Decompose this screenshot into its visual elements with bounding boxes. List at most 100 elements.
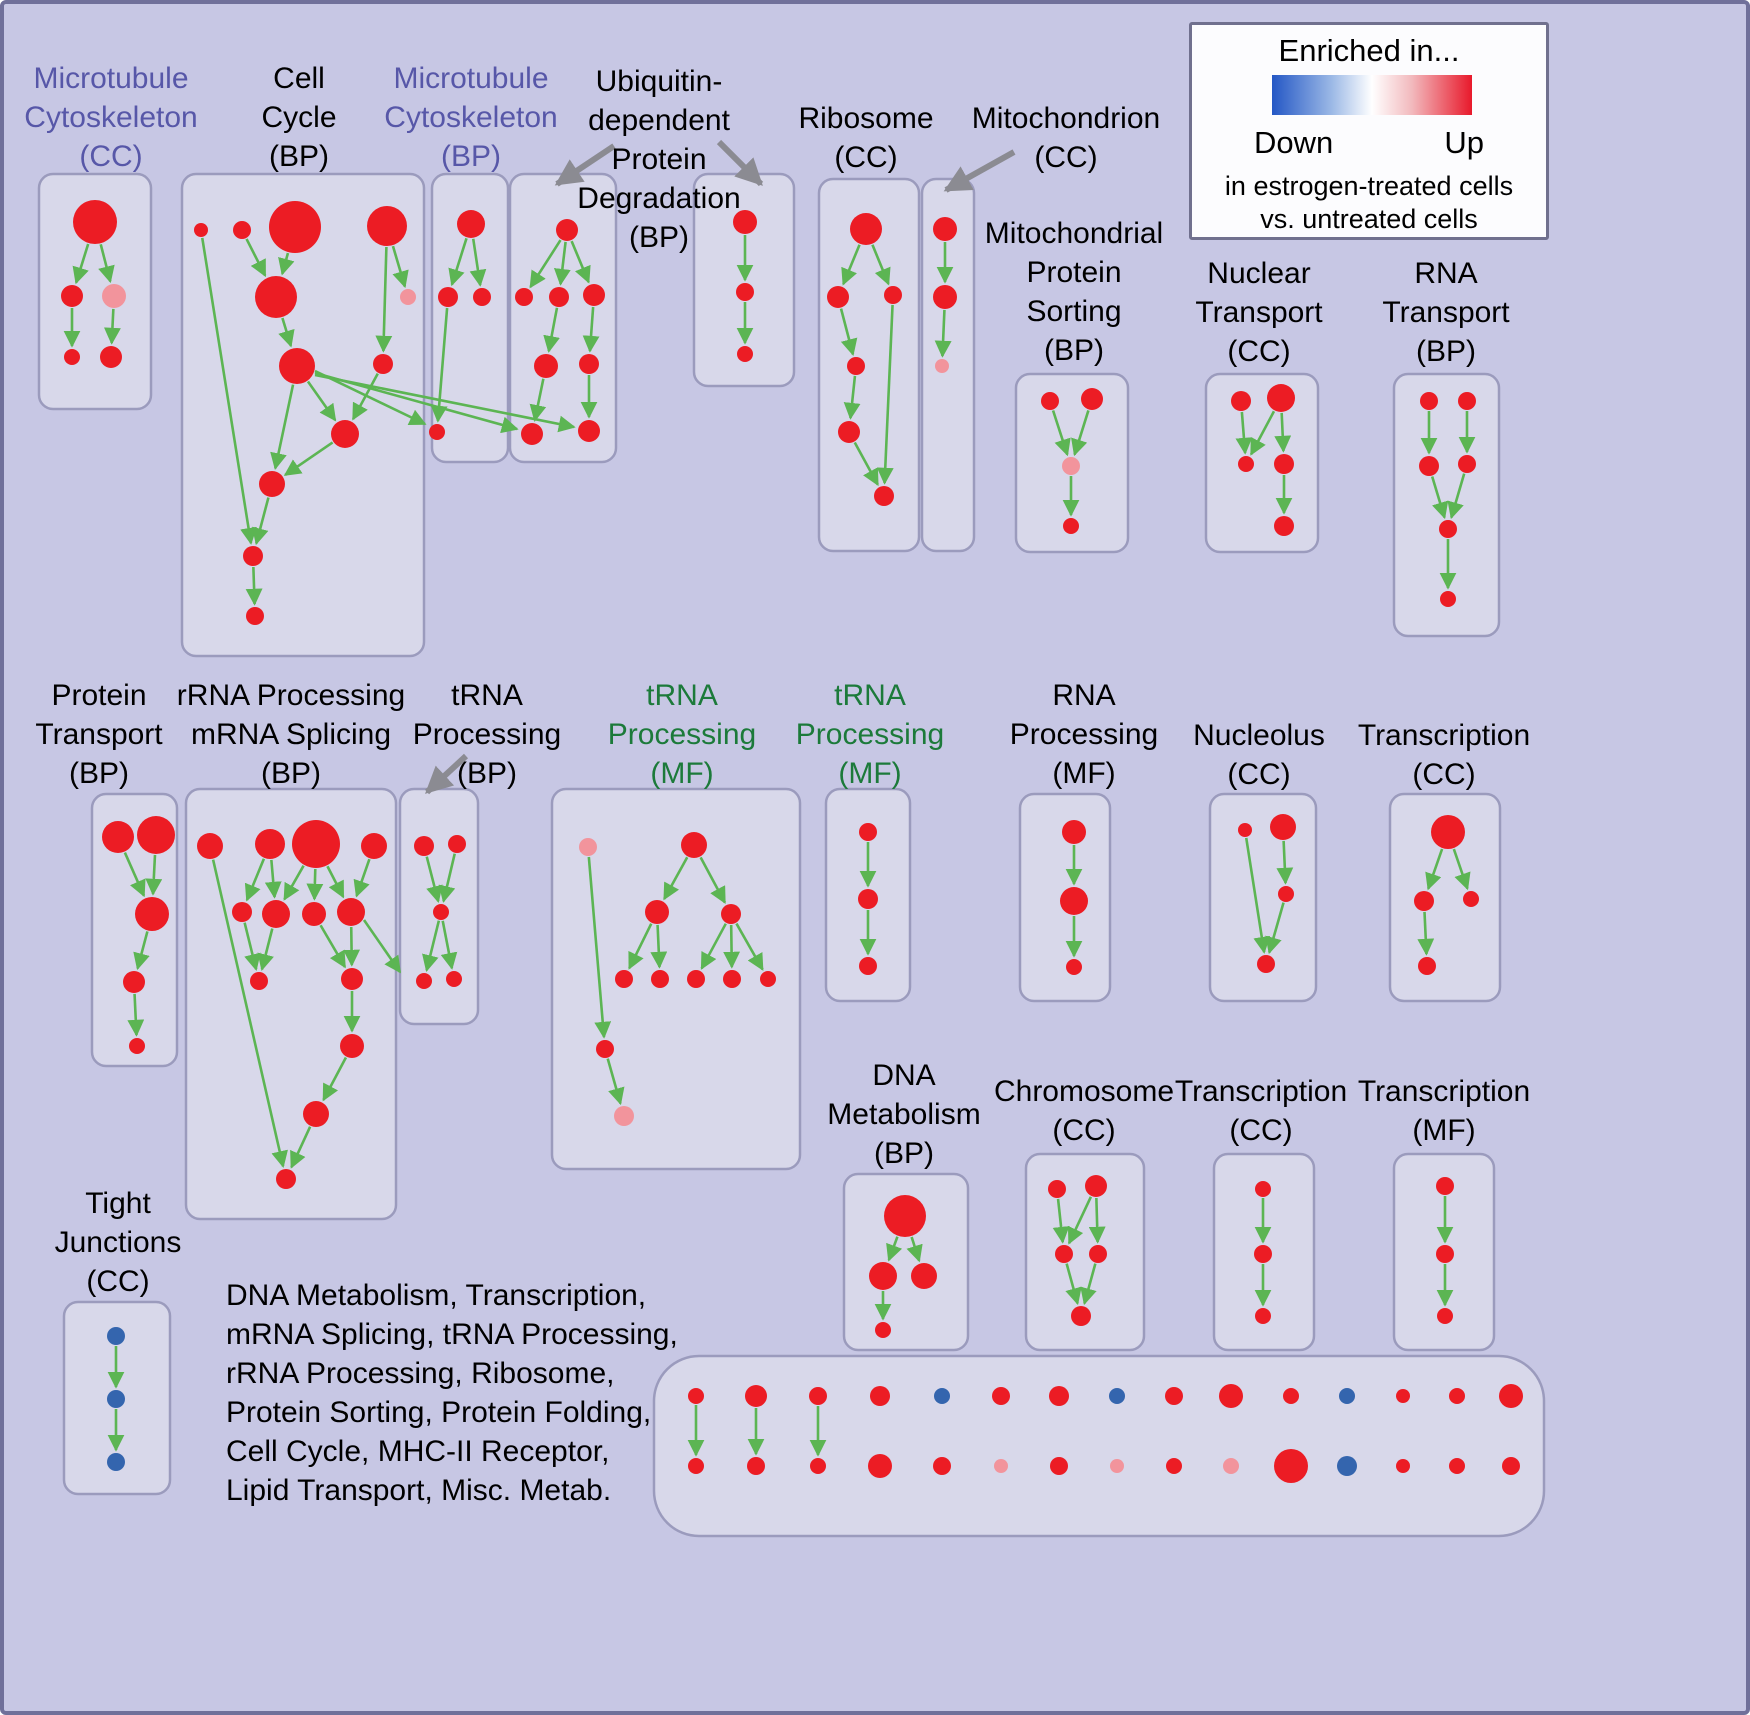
go-term-node-cell-cycle-1 bbox=[233, 221, 251, 239]
go-term-node-trna-processing-mf-big-4 bbox=[615, 970, 633, 988]
go-term-node-chromosome-1 bbox=[1085, 1175, 1107, 1197]
legend-subtitle-line1: in estrogen-treated cells bbox=[1224, 171, 1514, 201]
edge-mitochondrion-cc-1-2 bbox=[934, 309, 952, 358]
legend-title: Enriched in... bbox=[1278, 33, 1460, 68]
go-term-node-ribosome-cc-5 bbox=[874, 486, 894, 506]
go-term-node-misc-categories-4 bbox=[934, 1388, 950, 1404]
title-microtubule-cytoskeleton-bp-line: Cytoskeleton bbox=[384, 101, 558, 134]
edge-ribosome-cc-1-3 bbox=[839, 308, 858, 357]
edge-cell-cycle-1-4 bbox=[245, 238, 267, 278]
go-term-node-cell-cycle-9 bbox=[259, 471, 285, 497]
edge-trna-processing-mf-big-9-10 bbox=[606, 1058, 625, 1106]
edge-microtubule-cc-2-4 bbox=[103, 308, 121, 345]
go-term-node-ribosome-cc-1 bbox=[827, 286, 849, 308]
go-term-node-nuclear-transport-3 bbox=[1274, 454, 1294, 474]
edge-transcription-cc-mid-1-3 bbox=[1417, 911, 1435, 956]
title-transcription-cc-bottom: Transcription (CC) bbox=[1175, 1072, 1347, 1150]
edge-transcription-cc-mid-0-2 bbox=[1452, 848, 1471, 891]
cluster-transcription-cc-mid bbox=[1388, 792, 1502, 1003]
edge-rna-transport-2-4 bbox=[1430, 476, 1449, 520]
title-nucleolus: Nucleolus(CC) bbox=[1193, 716, 1325, 794]
cluster-transcription-cc-bottom bbox=[1212, 1152, 1316, 1352]
edge-rna-transport-3-4 bbox=[1447, 473, 1466, 520]
edge-cell-cycle-3-7 bbox=[375, 246, 393, 353]
edge-mitochondrial-protein-sorting-0-2 bbox=[1051, 410, 1071, 457]
edge-cell-cycle-3-5 bbox=[391, 245, 409, 289]
title-trna-processing-mf-small-line: Processing bbox=[795, 718, 945, 751]
edge-trna-processing-mf-big-1-2 bbox=[663, 856, 689, 901]
go-term-node-mitochondrial-protein-sorting-0 bbox=[1041, 392, 1059, 410]
go-term-node-ubiquitin-degradation-7 bbox=[578, 420, 600, 442]
go-term-node-protein-transport-1 bbox=[137, 816, 175, 854]
title-transcription-mf: Transcription(MF) bbox=[1358, 1072, 1530, 1150]
edge-protein-transport-0-2 bbox=[123, 852, 146, 898]
edge-cell-cycle-10-11 bbox=[245, 566, 263, 606]
edge-cell-cycle-8-9 bbox=[283, 441, 334, 477]
go-term-node-trna-processing-bp-2 bbox=[433, 904, 449, 920]
edge-cell-cycle-6-9 bbox=[270, 384, 295, 471]
title-ribosome-cc-line: (CC) bbox=[834, 141, 898, 174]
title-ubiquitin-degradation-line: dependent bbox=[588, 104, 730, 137]
go-term-node-trna-processing-mf-big-10 bbox=[614, 1106, 634, 1126]
go-term-node-trna-processing-mf-big-5 bbox=[651, 970, 669, 988]
title-rna-transport-line: (BP) bbox=[1415, 335, 1476, 368]
go-term-node-rna-processing-mf-0 bbox=[1062, 820, 1086, 844]
title-rna-transport-line: Transport bbox=[1382, 296, 1510, 329]
go-term-node-protein-transport-4 bbox=[129, 1038, 145, 1054]
go-term-node-misc-categories-17 bbox=[810, 1458, 826, 1474]
title-transcription-cc-bottom-line: Transcription bbox=[1174, 1075, 1348, 1108]
go-term-node-rrna-processing-mrna-splicing-4 bbox=[232, 902, 252, 922]
title-transcription-cc-mid-line: Transcription bbox=[1357, 719, 1531, 752]
title-mitochondrial-protein-sorting-line: (BP) bbox=[1043, 334, 1104, 367]
go-term-node-mitochondrial-protein-sorting-3 bbox=[1063, 518, 1079, 534]
go-term-node-tight-junctions-1 bbox=[107, 1390, 125, 1408]
cluster-ribosome-cc bbox=[817, 177, 921, 553]
cluster-rrna-processing-mrna-splicing bbox=[184, 787, 398, 1221]
go-term-node-rrna-processing-mrna-splicing-3 bbox=[361, 833, 387, 859]
title-transcription-mf-line: (MF) bbox=[1412, 1114, 1476, 1147]
go-term-node-nuclear-transport-1 bbox=[1267, 384, 1295, 412]
go-term-node-rna-transport-2 bbox=[1419, 456, 1439, 476]
title-nuclear-transport-line: (CC) bbox=[1227, 335, 1291, 368]
cluster-box-chromosome bbox=[1024, 1152, 1146, 1352]
edge-rrna-processing-mrna-splicing-11-12 bbox=[290, 1126, 312, 1169]
title-nucleolus-line: Nucleolus bbox=[1193, 719, 1325, 752]
go-term-node-microtubule-cc-4 bbox=[100, 346, 122, 368]
title-trna-processing-bp-line: Processing bbox=[412, 718, 562, 751]
title-transcription-cc-bottom-line: (CC) bbox=[1229, 1114, 1293, 1147]
edge-trna-processing-mf-big-2-4 bbox=[628, 923, 653, 970]
edge-protein-transport-3-4 bbox=[127, 993, 145, 1037]
title-mitochondrion-cc-line: Mitochondrion bbox=[971, 102, 1161, 135]
cluster-box-microtubule-bp bbox=[430, 172, 510, 464]
title-dna-metabolism-line: DNA bbox=[872, 1059, 936, 1092]
misc-category-text-line: Cell Cycle, MHC-II Receptor, bbox=[226, 1435, 610, 1468]
go-term-node-misc-categories-28 bbox=[1449, 1458, 1465, 1474]
edge-rrna-processing-mrna-splicing-2-5 bbox=[283, 865, 305, 901]
edge-ribosome-cc-2-5 bbox=[876, 304, 894, 485]
go-term-node-rrna-processing-mrna-splicing-10 bbox=[340, 1034, 364, 1058]
edge-cell-cycle-2-4 bbox=[278, 252, 295, 276]
go-term-node-rna-transport-1 bbox=[1458, 392, 1476, 410]
go-term-node-misc-categories-21 bbox=[1050, 1457, 1068, 1475]
go-term-node-cell-cycle-2 bbox=[269, 201, 321, 253]
go-term-node-transcription-cc-bottom-0 bbox=[1255, 1181, 1271, 1197]
go-term-node-ribosome-cc-2 bbox=[884, 286, 902, 304]
edge-microtubule-cc-0-1 bbox=[72, 243, 90, 285]
cross-cluster-edge-2 bbox=[314, 373, 576, 433]
go-term-node-ubiquitin-degradation-4 bbox=[534, 354, 558, 378]
go-term-node-cell-cycle-11 bbox=[246, 607, 264, 625]
edge-rrna-processing-mrna-splicing-5-8 bbox=[257, 928, 274, 972]
title-microtubule-cytoskeleton-bp-line: (BP) bbox=[441, 140, 501, 173]
go-term-node-misc-categories-27 bbox=[1396, 1459, 1410, 1473]
edge-chromosome-3-4 bbox=[1080, 1263, 1097, 1306]
edge-ubiquitin-degradation-2-4 bbox=[543, 307, 560, 353]
title-protein-transport-line: Transport bbox=[35, 718, 163, 751]
go-term-node-ubiquitin-degradation-2 bbox=[549, 287, 569, 307]
go-term-node-misc-categories-23 bbox=[1166, 1458, 1182, 1474]
